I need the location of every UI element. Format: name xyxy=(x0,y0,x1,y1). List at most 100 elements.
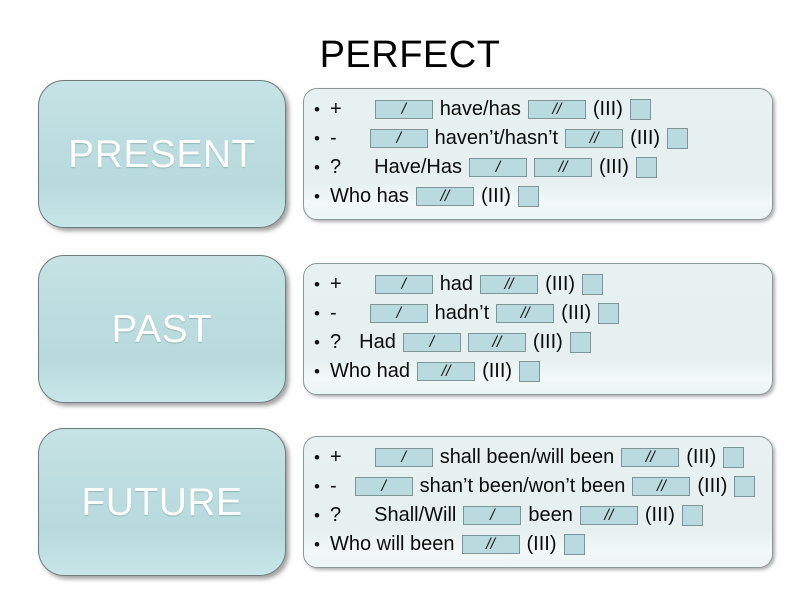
form-text: Had xyxy=(359,331,396,353)
polarity-sign: - xyxy=(330,302,337,324)
third-form-marker: (III) xyxy=(592,98,623,120)
third-form-marker: (III) xyxy=(526,533,557,555)
bullet-icon: • xyxy=(314,304,320,323)
bullet-icon: • xyxy=(314,333,320,352)
blank-square-field[interactable] xyxy=(517,186,539,207)
form-line: • Who will been // (III) xyxy=(314,530,768,559)
tense-label-box-past[interactable]: PAST xyxy=(38,255,286,403)
blank-field[interactable]: / xyxy=(374,448,433,467)
forms-line-list-future: •+/shall been/will been//(III)•-/shan’t … xyxy=(314,443,768,567)
tense-label-text: PAST xyxy=(111,307,213,351)
tense-row-past: •+/had//(III)•-/hadn’t//(III)•?Had///(II… xyxy=(0,255,800,403)
bullet-icon: • xyxy=(314,362,320,381)
polarity-sign: ? xyxy=(330,331,342,353)
blank-square-field[interactable] xyxy=(629,99,651,120)
bullet-icon: • xyxy=(314,448,320,467)
form-line: •?Have/Has///(III) xyxy=(314,153,768,182)
blank-field[interactable]: // xyxy=(533,158,592,177)
tense-label-box-present[interactable]: PRESENT xyxy=(38,80,286,228)
blank-square-field[interactable] xyxy=(667,128,689,149)
blank-field[interactable]: // xyxy=(467,333,526,352)
bullet-icon: • xyxy=(314,187,320,206)
form-text: Who had xyxy=(330,360,411,382)
blank-square-field[interactable] xyxy=(519,361,541,382)
form-line: • Who has // (III) xyxy=(314,182,768,211)
forms-panel-present: •+/have/has//(III)•-/haven’t/hasn’t//(II… xyxy=(303,88,773,220)
third-form-marker: (III) xyxy=(545,273,576,295)
blank-field[interactable]: / xyxy=(463,506,522,525)
bullet-icon: • xyxy=(314,100,320,119)
form-text: Who has xyxy=(330,185,409,207)
third-form-marker: (III) xyxy=(644,504,675,526)
blank-square-field[interactable] xyxy=(734,476,756,497)
blank-square-field[interactable] xyxy=(598,303,620,324)
form-line: •-/ shan’t been/won’t been // (III) xyxy=(314,472,768,501)
blank-field[interactable]: // xyxy=(480,275,539,294)
tense-row-present: •+/have/has//(III)•-/haven’t/hasn’t//(II… xyxy=(0,80,800,228)
blank-field[interactable]: / xyxy=(369,304,428,323)
blank-field[interactable]: / xyxy=(374,275,433,294)
bullet-icon: • xyxy=(314,477,320,496)
blank-field[interactable]: // xyxy=(527,100,586,119)
tense-label-text: FUTURE xyxy=(81,480,243,524)
bullet-icon: • xyxy=(314,535,320,554)
blank-field[interactable]: // xyxy=(415,187,474,206)
blank-field[interactable]: / xyxy=(402,333,461,352)
third-form-marker: (III) xyxy=(482,360,513,382)
blank-square-field[interactable] xyxy=(723,447,745,468)
page-title: PERFECT xyxy=(319,34,501,76)
blank-square-field[interactable] xyxy=(635,157,657,178)
third-form-marker: (III) xyxy=(532,331,563,353)
form-line: •- / haven’t/hasn’t // (III) xyxy=(314,124,768,153)
blank-field[interactable]: / xyxy=(374,100,433,119)
third-form-marker: (III) xyxy=(697,475,728,497)
bullet-icon: • xyxy=(314,275,320,294)
bullet-icon: • xyxy=(314,158,320,177)
blank-field[interactable]: / xyxy=(369,129,428,148)
blank-square-field[interactable] xyxy=(569,332,591,353)
polarity-sign: ? xyxy=(330,156,342,178)
form-text: Have/Has xyxy=(374,156,462,178)
blank-square-field[interactable] xyxy=(582,274,604,295)
polarity-sign: + xyxy=(330,273,342,295)
form-text: haven’t/hasn’t xyxy=(434,127,559,149)
polarity-sign: + xyxy=(330,446,342,468)
form-text: hadn’t xyxy=(434,302,490,324)
blank-field[interactable]: // xyxy=(461,535,520,554)
form-line: • + / had // (III) xyxy=(314,270,768,299)
blank-field[interactable]: / xyxy=(468,158,527,177)
form-line: •- / hadn’t // (III) xyxy=(314,299,768,328)
blank-square-field[interactable] xyxy=(681,505,703,526)
third-form-marker: (III) xyxy=(561,302,592,324)
tense-label-text: PRESENT xyxy=(68,132,256,176)
tense-label-box-future[interactable]: FUTURE xyxy=(38,428,286,576)
polarity-sign: - xyxy=(330,127,337,149)
bullet-icon: • xyxy=(314,506,320,525)
form-line: •?Shall/Will/been//(III) xyxy=(314,501,768,530)
form-line: • + / shall been/will been // (III) xyxy=(314,443,768,472)
blank-field[interactable]: // xyxy=(417,362,476,381)
bullet-icon: • xyxy=(314,129,320,148)
polarity-sign: + xyxy=(330,98,342,120)
blank-field[interactable]: // xyxy=(565,129,624,148)
form-line: • Who had // (III) xyxy=(314,357,768,386)
third-form-marker: (III) xyxy=(686,446,717,468)
third-form-marker: (III) xyxy=(630,127,661,149)
blank-field[interactable]: // xyxy=(579,506,638,525)
form-text: shall been/will been xyxy=(439,446,615,468)
forms-line-list-past: •+/had//(III)•-/hadn’t//(III)•?Had///(II… xyxy=(314,270,768,394)
blank-field[interactable]: // xyxy=(632,477,691,496)
form-text: been xyxy=(528,504,573,526)
forms-panel-past: •+/had//(III)•-/hadn’t//(III)•?Had///(II… xyxy=(303,263,773,395)
blank-field[interactable]: // xyxy=(496,304,555,323)
form-text: shan’t been/won’t been xyxy=(419,475,626,497)
form-text: Who will been xyxy=(330,533,455,555)
blank-field[interactable]: // xyxy=(621,448,680,467)
polarity-sign: - xyxy=(330,475,337,497)
form-text: had xyxy=(439,273,474,295)
tense-row-future: •+/shall been/will been//(III)•-/shan’t … xyxy=(0,428,800,576)
blank-square-field[interactable] xyxy=(563,534,585,555)
blank-field[interactable]: / xyxy=(354,477,413,496)
third-form-marker: (III) xyxy=(598,156,629,178)
third-form-marker: (III) xyxy=(480,185,511,207)
